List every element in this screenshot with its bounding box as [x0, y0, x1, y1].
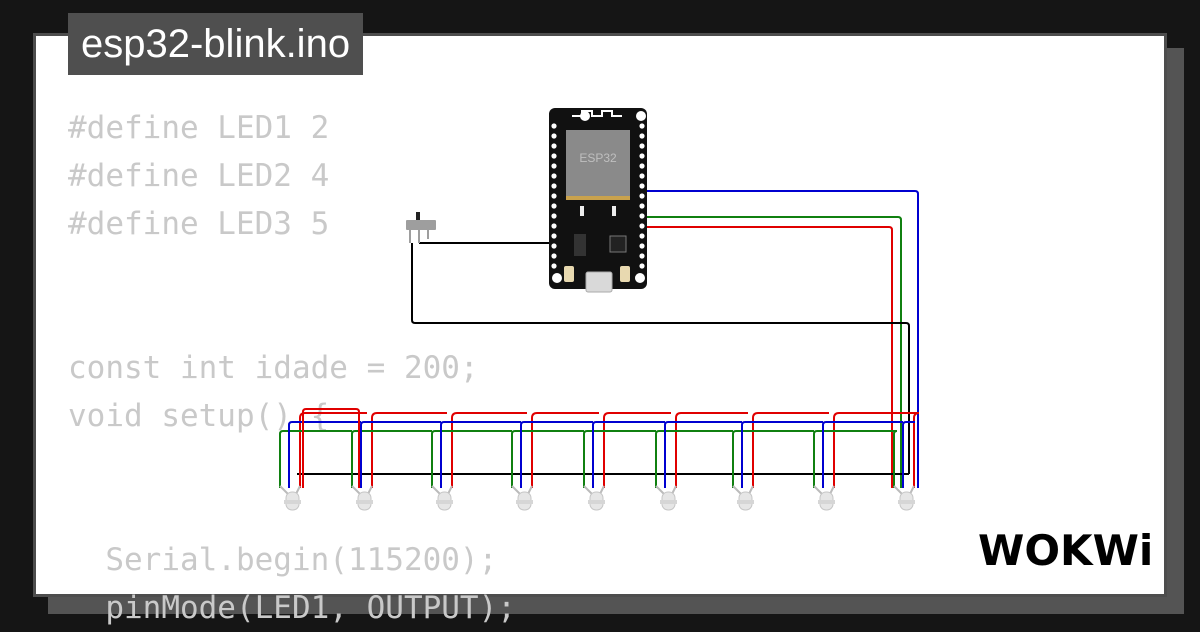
wire-black-ground-loop: [411, 243, 910, 474]
logo-text: WOKWi: [978, 526, 1153, 575]
esp32-pin-right: [639, 123, 645, 129]
led-wire-blue: [902, 421, 915, 488]
esp32-pin-left: [551, 213, 557, 219]
led-wire-red: [675, 412, 748, 488]
led-wire-green: [511, 430, 584, 488]
led-icon: [893, 485, 915, 511]
esp32-pin-left: [551, 173, 557, 179]
led-wire-blue: [520, 421, 593, 488]
esp32-pin-headers: [551, 123, 645, 269]
led-wire-red: [909, 412, 920, 488]
led-icon: [655, 485, 677, 511]
esp32-pin-left: [551, 143, 557, 149]
code-background: #define LED1 2 #define LED2 4 #define LE…: [68, 110, 516, 626]
esp32-pin-left: [551, 253, 557, 259]
led-wire-red: [752, 412, 829, 488]
wire-green-esp: [643, 216, 902, 488]
esp32-pin-right: [639, 183, 645, 189]
led-icon: [813, 485, 835, 511]
esp32-pin-right: [639, 263, 645, 269]
wire-red-esp: [643, 226, 893, 488]
file-title: esp32-blink.ino: [68, 13, 364, 75]
led-wire-red: [299, 412, 367, 488]
led-icon: [279, 485, 301, 511]
led-wire-blue: [440, 421, 521, 488]
esp32-pin-right: [639, 203, 645, 209]
led-wire-green: [431, 430, 512, 488]
esp32-pin-left: [551, 153, 557, 159]
led-wire-red-bridge: [302, 408, 360, 488]
led-wire-green: [732, 430, 814, 488]
esp32-pin-left: [551, 123, 557, 129]
esp32-pin-right: [639, 253, 645, 259]
wokwi-logo: WOKWi: [978, 526, 1153, 575]
led-wire-green: [813, 430, 894, 488]
led-wire-green: [889, 430, 898, 488]
led-wire-red: [833, 412, 909, 488]
esp32-chip-label: ESP32: [579, 151, 617, 165]
esp32-pin-left: [551, 223, 557, 229]
esp32-pin-right: [639, 133, 645, 139]
led-wire-green: [583, 430, 656, 488]
led-icon: [351, 485, 373, 511]
led-wire-blue: [741, 421, 823, 488]
esp32-pin-left: [551, 183, 557, 189]
esp32-pin-right: [639, 143, 645, 149]
esp32-pin-right: [639, 213, 645, 219]
led-icon: [511, 485, 533, 511]
esp32-pin-right: [639, 223, 645, 229]
esp32-pin-left: [551, 163, 557, 169]
esp32-pin-right: [639, 173, 645, 179]
led-wire-blue: [592, 421, 665, 488]
esp32-pin-left: [551, 243, 557, 249]
led-wire-red: [603, 412, 671, 488]
led-wire-red: [451, 412, 527, 488]
led-wire-blue: [360, 421, 441, 488]
esp32-board-icon: ESP32: [549, 108, 647, 293]
esp32-pin-left: [551, 193, 557, 199]
led-wires: [279, 408, 920, 488]
led-wire-red: [371, 412, 447, 488]
esp32-pin-right: [639, 193, 645, 199]
led-icon: [732, 485, 754, 511]
esp32-pin-right: [639, 243, 645, 249]
esp32-pin-left: [551, 233, 557, 239]
led-wire-green: [655, 430, 733, 488]
led-icon: [583, 485, 605, 511]
wire-blue-esp: [643, 190, 919, 488]
slide-switch-icon: [406, 212, 436, 243]
esp32-pin-right: [639, 153, 645, 159]
esp32-pin-left: [551, 263, 557, 269]
led-row: [279, 485, 915, 511]
esp32-pin-left: [551, 203, 557, 209]
led-wire-green: [279, 430, 352, 488]
esp32-pin-right: [639, 163, 645, 169]
esp32-pin-left: [551, 133, 557, 139]
led-icon: [431, 485, 453, 511]
led-wire-blue: [288, 421, 361, 488]
esp32-pin-right: [639, 233, 645, 239]
led-wire-red: [531, 412, 599, 488]
led-wire-green: [351, 430, 432, 488]
led-wire-blue: [664, 421, 742, 488]
led-wire-blue: [822, 421, 903, 488]
